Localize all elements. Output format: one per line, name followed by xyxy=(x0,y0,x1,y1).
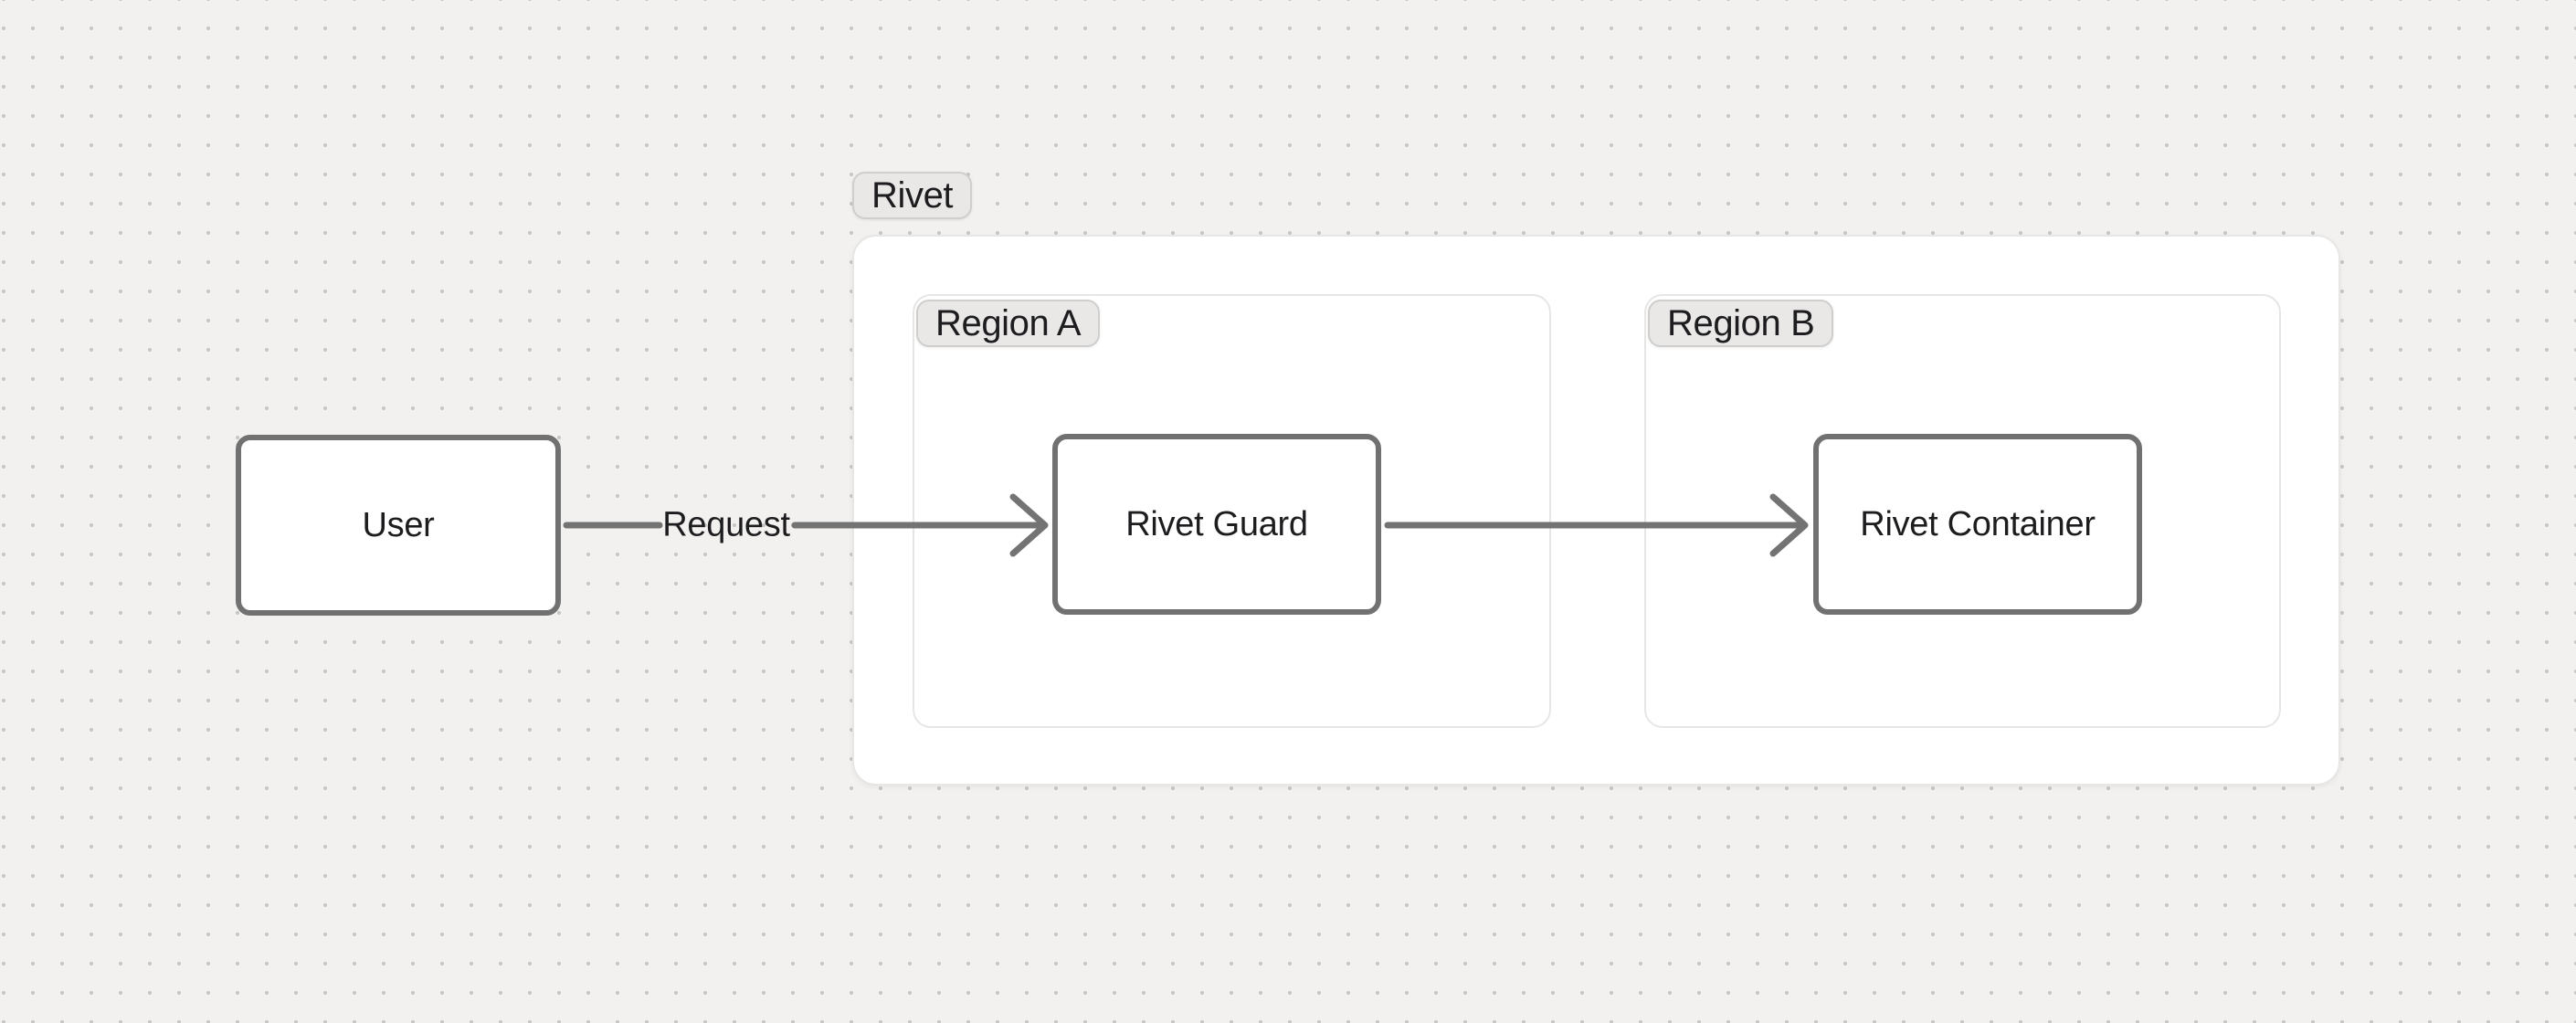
node-user: User xyxy=(236,435,561,616)
region-b-group: Region B Rivet Container xyxy=(1644,294,2281,728)
rivet-group: Region A Rivet Guard Region B Rivet Cont… xyxy=(852,235,2340,786)
node-rivet-container: Rivet Container xyxy=(1813,434,2142,615)
node-user-label: User xyxy=(362,505,435,544)
edge-request-label: Request xyxy=(662,505,790,544)
region-a-label: Region A xyxy=(916,300,1101,347)
node-rivet-container-label: Rivet Container xyxy=(1860,504,2096,543)
region-a-group: Region A Rivet Guard xyxy=(913,294,1551,728)
rivet-group-label: Rivet xyxy=(852,172,973,219)
region-b-label: Region B xyxy=(1648,300,1834,347)
node-rivet-guard-label: Rivet Guard xyxy=(1125,504,1308,543)
node-rivet-guard: Rivet Guard xyxy=(1052,434,1381,615)
